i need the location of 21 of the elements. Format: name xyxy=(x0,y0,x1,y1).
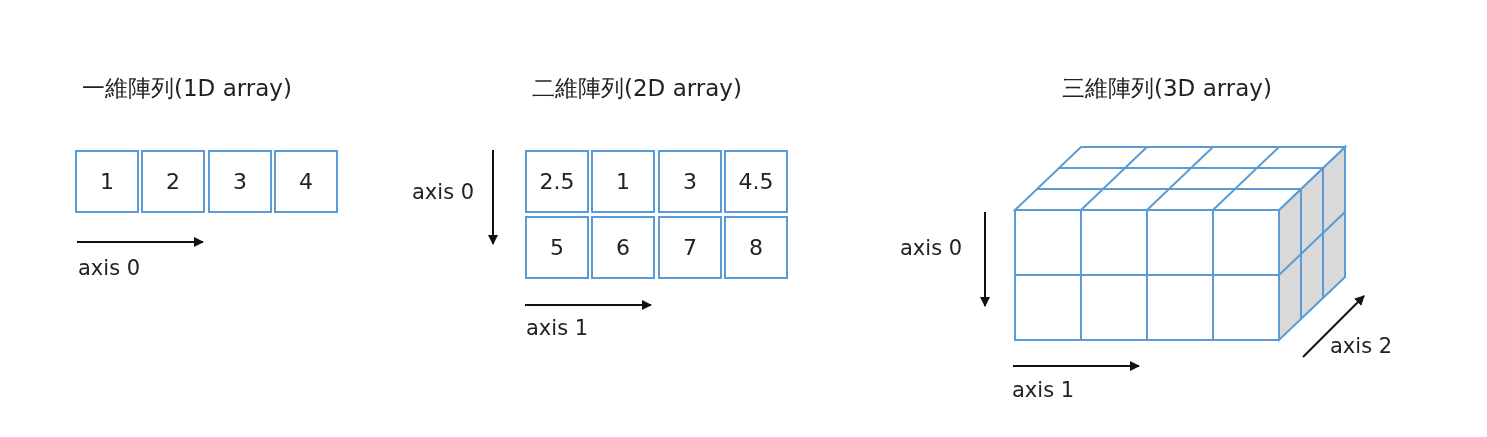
axis-label: axis 0 xyxy=(900,236,963,260)
array-cell: 5 xyxy=(525,216,589,279)
array-cell: 3 xyxy=(208,150,272,213)
array-cell: 4.5 xyxy=(724,150,788,213)
axis-label: axis 2 xyxy=(1330,334,1393,358)
array-cell: 3 xyxy=(658,150,722,213)
heading: 三維陣列(3D array) xyxy=(1062,74,1272,103)
array-cell: 2 xyxy=(141,150,205,213)
axis-label: axis 1 xyxy=(1012,378,1075,402)
axis-label: axis 1 xyxy=(526,316,589,340)
axis-label: axis 0 xyxy=(412,180,475,204)
array-cell: 8 xyxy=(724,216,788,279)
axis-label: axis 0 xyxy=(78,256,141,280)
array-cell: 2.5 xyxy=(525,150,589,213)
array-cell: 7 xyxy=(658,216,722,279)
heading: 二維陣列(2D array) xyxy=(532,74,742,103)
array-cell: 4 xyxy=(274,150,338,213)
array-cell: 1 xyxy=(591,150,655,213)
array-cell: 1 xyxy=(75,150,139,213)
heading: 一維陣列(1D array) xyxy=(82,74,292,103)
array-cell: 6 xyxy=(591,216,655,279)
